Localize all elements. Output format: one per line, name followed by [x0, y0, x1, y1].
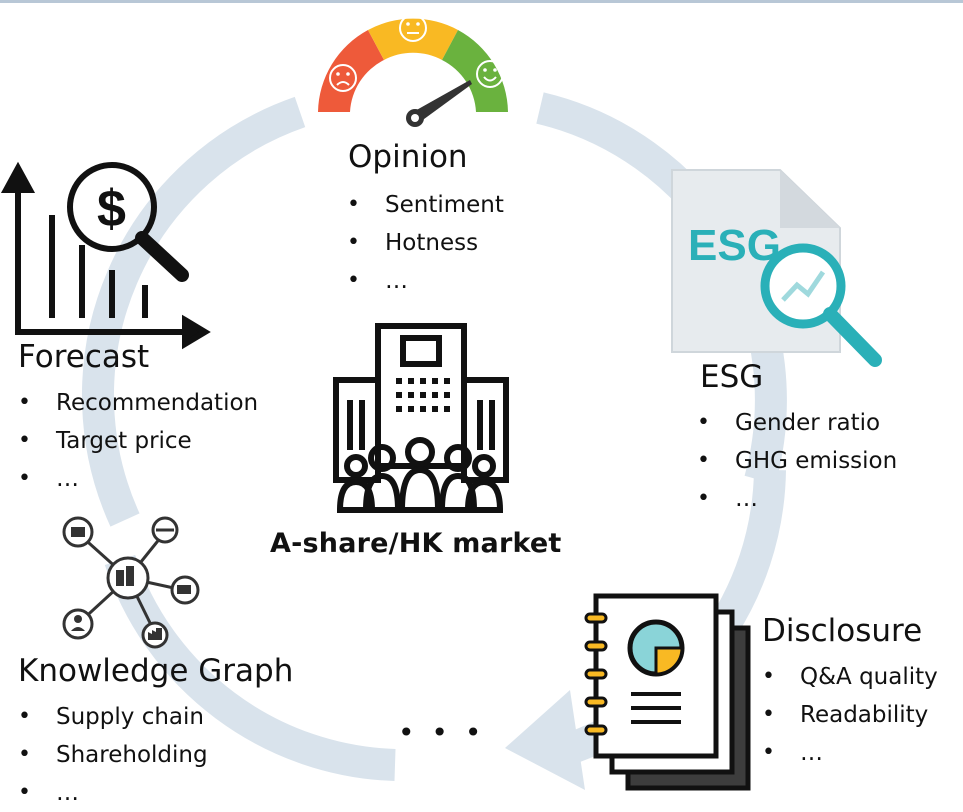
opinion-title: Opinion [348, 139, 468, 175]
list-item: Q&A quality [762, 658, 938, 696]
esg-title: ESG [700, 359, 764, 395]
center-market-label: A-share/HK market [270, 528, 562, 559]
disclosure-report-icon [584, 593, 751, 791]
cycle-arrowhead [505, 690, 585, 790]
forecast-list: Recommendation Target price … [18, 384, 258, 498]
list-item: Shareholding [18, 736, 208, 774]
svg-text:$: $ [97, 180, 126, 238]
list-item: … [18, 460, 258, 498]
esg-document-icon: ESG [671, 169, 882, 367]
list-item: Sentiment [347, 186, 504, 224]
list-item: Supply chain [18, 698, 208, 736]
list-item: Gender ratio [697, 404, 897, 442]
sentiment-gauge-icon [318, 14, 508, 127]
list-item: … [762, 734, 938, 772]
top-border [0, 0, 963, 3]
list-item: GHG emission [697, 442, 897, 480]
knowledge-graph-list: Supply chain Shareholding … [18, 698, 208, 812]
forecast-chart-icon: $ [0, 161, 211, 350]
forecast-title: Forecast [18, 339, 150, 375]
list-item: Recommendation [18, 384, 258, 422]
list-item: Target price [18, 422, 258, 460]
building-crowd-icon [333, 323, 509, 513]
list-item: … [347, 262, 504, 300]
list-item: Hotness [347, 224, 504, 262]
list-item: Readability [762, 696, 938, 734]
list-item: … [18, 774, 208, 812]
list-item: … [697, 480, 897, 518]
esg-list: Gender ratio GHG emission … [697, 404, 897, 518]
knowledge-graph-icon [62, 516, 200, 649]
esg-icon-text: ESG [688, 221, 781, 270]
disclosure-title: Disclosure [762, 613, 923, 649]
opinion-list: Sentiment Hotness … [347, 186, 504, 300]
disclosure-list: Q&A quality Readability … [762, 658, 938, 772]
more-ellipsis: • • • [398, 716, 486, 749]
knowledge-graph-title: Knowledge Graph [18, 653, 294, 689]
